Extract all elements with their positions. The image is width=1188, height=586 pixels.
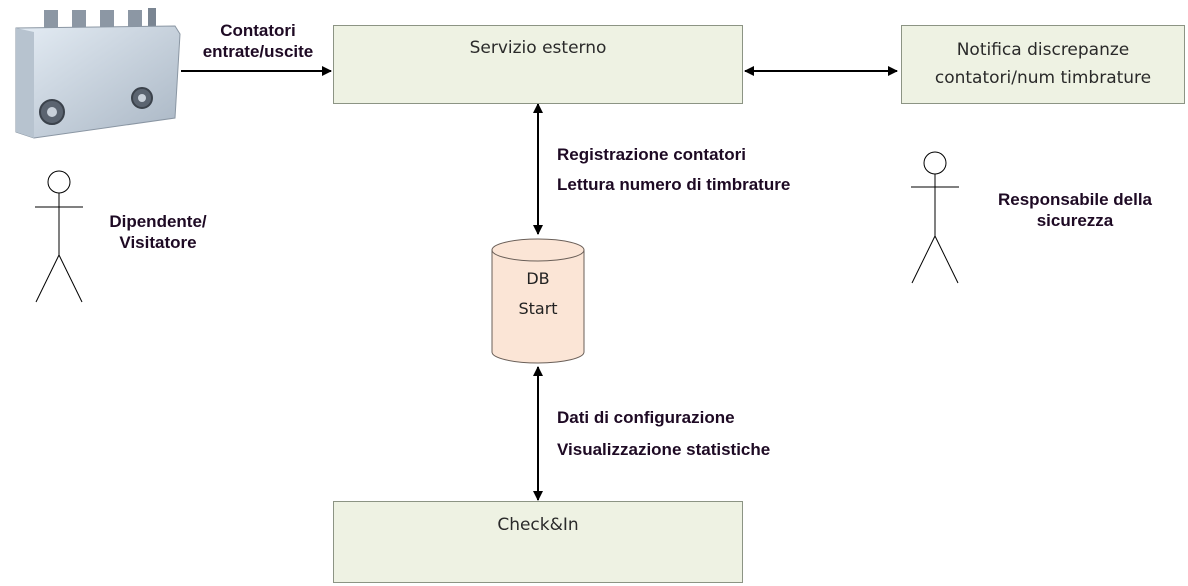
- registrazione-label: Registrazione contatori: [557, 145, 746, 164]
- notifica-box: Notifica discrepanze contatori/num timbr…: [901, 25, 1185, 104]
- dipendente-label-line2: Visitatore: [119, 233, 197, 252]
- actor-dipendente-icon: [35, 170, 83, 303]
- servizio-esterno-box: Servizio esterno: [333, 25, 743, 104]
- contatori-label-line2: entrate/uscite: [202, 42, 314, 61]
- database-label-line1: DB: [526, 269, 550, 288]
- dipendente-label: Dipendente/ Visitatore: [98, 211, 218, 253]
- contatori-label: Contatori entrate/uscite: [190, 20, 326, 62]
- contatori-label-line1: Contatori: [220, 21, 296, 40]
- checkin-box: Check&In: [333, 501, 743, 583]
- servizio-esterno-label: Servizio esterno: [469, 38, 607, 58]
- notifica-label-line2: contatori/num timbrature: [934, 68, 1152, 88]
- responsabile-label-line2: sicurezza: [1036, 211, 1114, 230]
- responsabile-label: Responsabile della sicurezza: [980, 189, 1170, 231]
- counter-device-image: [15, 8, 181, 139]
- visualizzazione-label: Visualizzazione statistiche: [557, 440, 771, 459]
- database-label: DB Start: [492, 267, 584, 321]
- responsabile-label-line1: Responsabile della: [998, 190, 1152, 209]
- actor-responsabile-icon: [911, 151, 959, 284]
- dipendente-label-line1: Dipendente/: [109, 212, 207, 231]
- lettura-label: Lettura numero di timbrature: [557, 175, 791, 194]
- checkin-label: Check&In: [497, 515, 579, 535]
- notifica-label-line1: Notifica discrepanze: [956, 40, 1130, 60]
- dati-label: Dati di configurazione: [557, 408, 735, 427]
- database-cylinder: [491, 238, 585, 364]
- database-label-line2: Start: [518, 299, 558, 318]
